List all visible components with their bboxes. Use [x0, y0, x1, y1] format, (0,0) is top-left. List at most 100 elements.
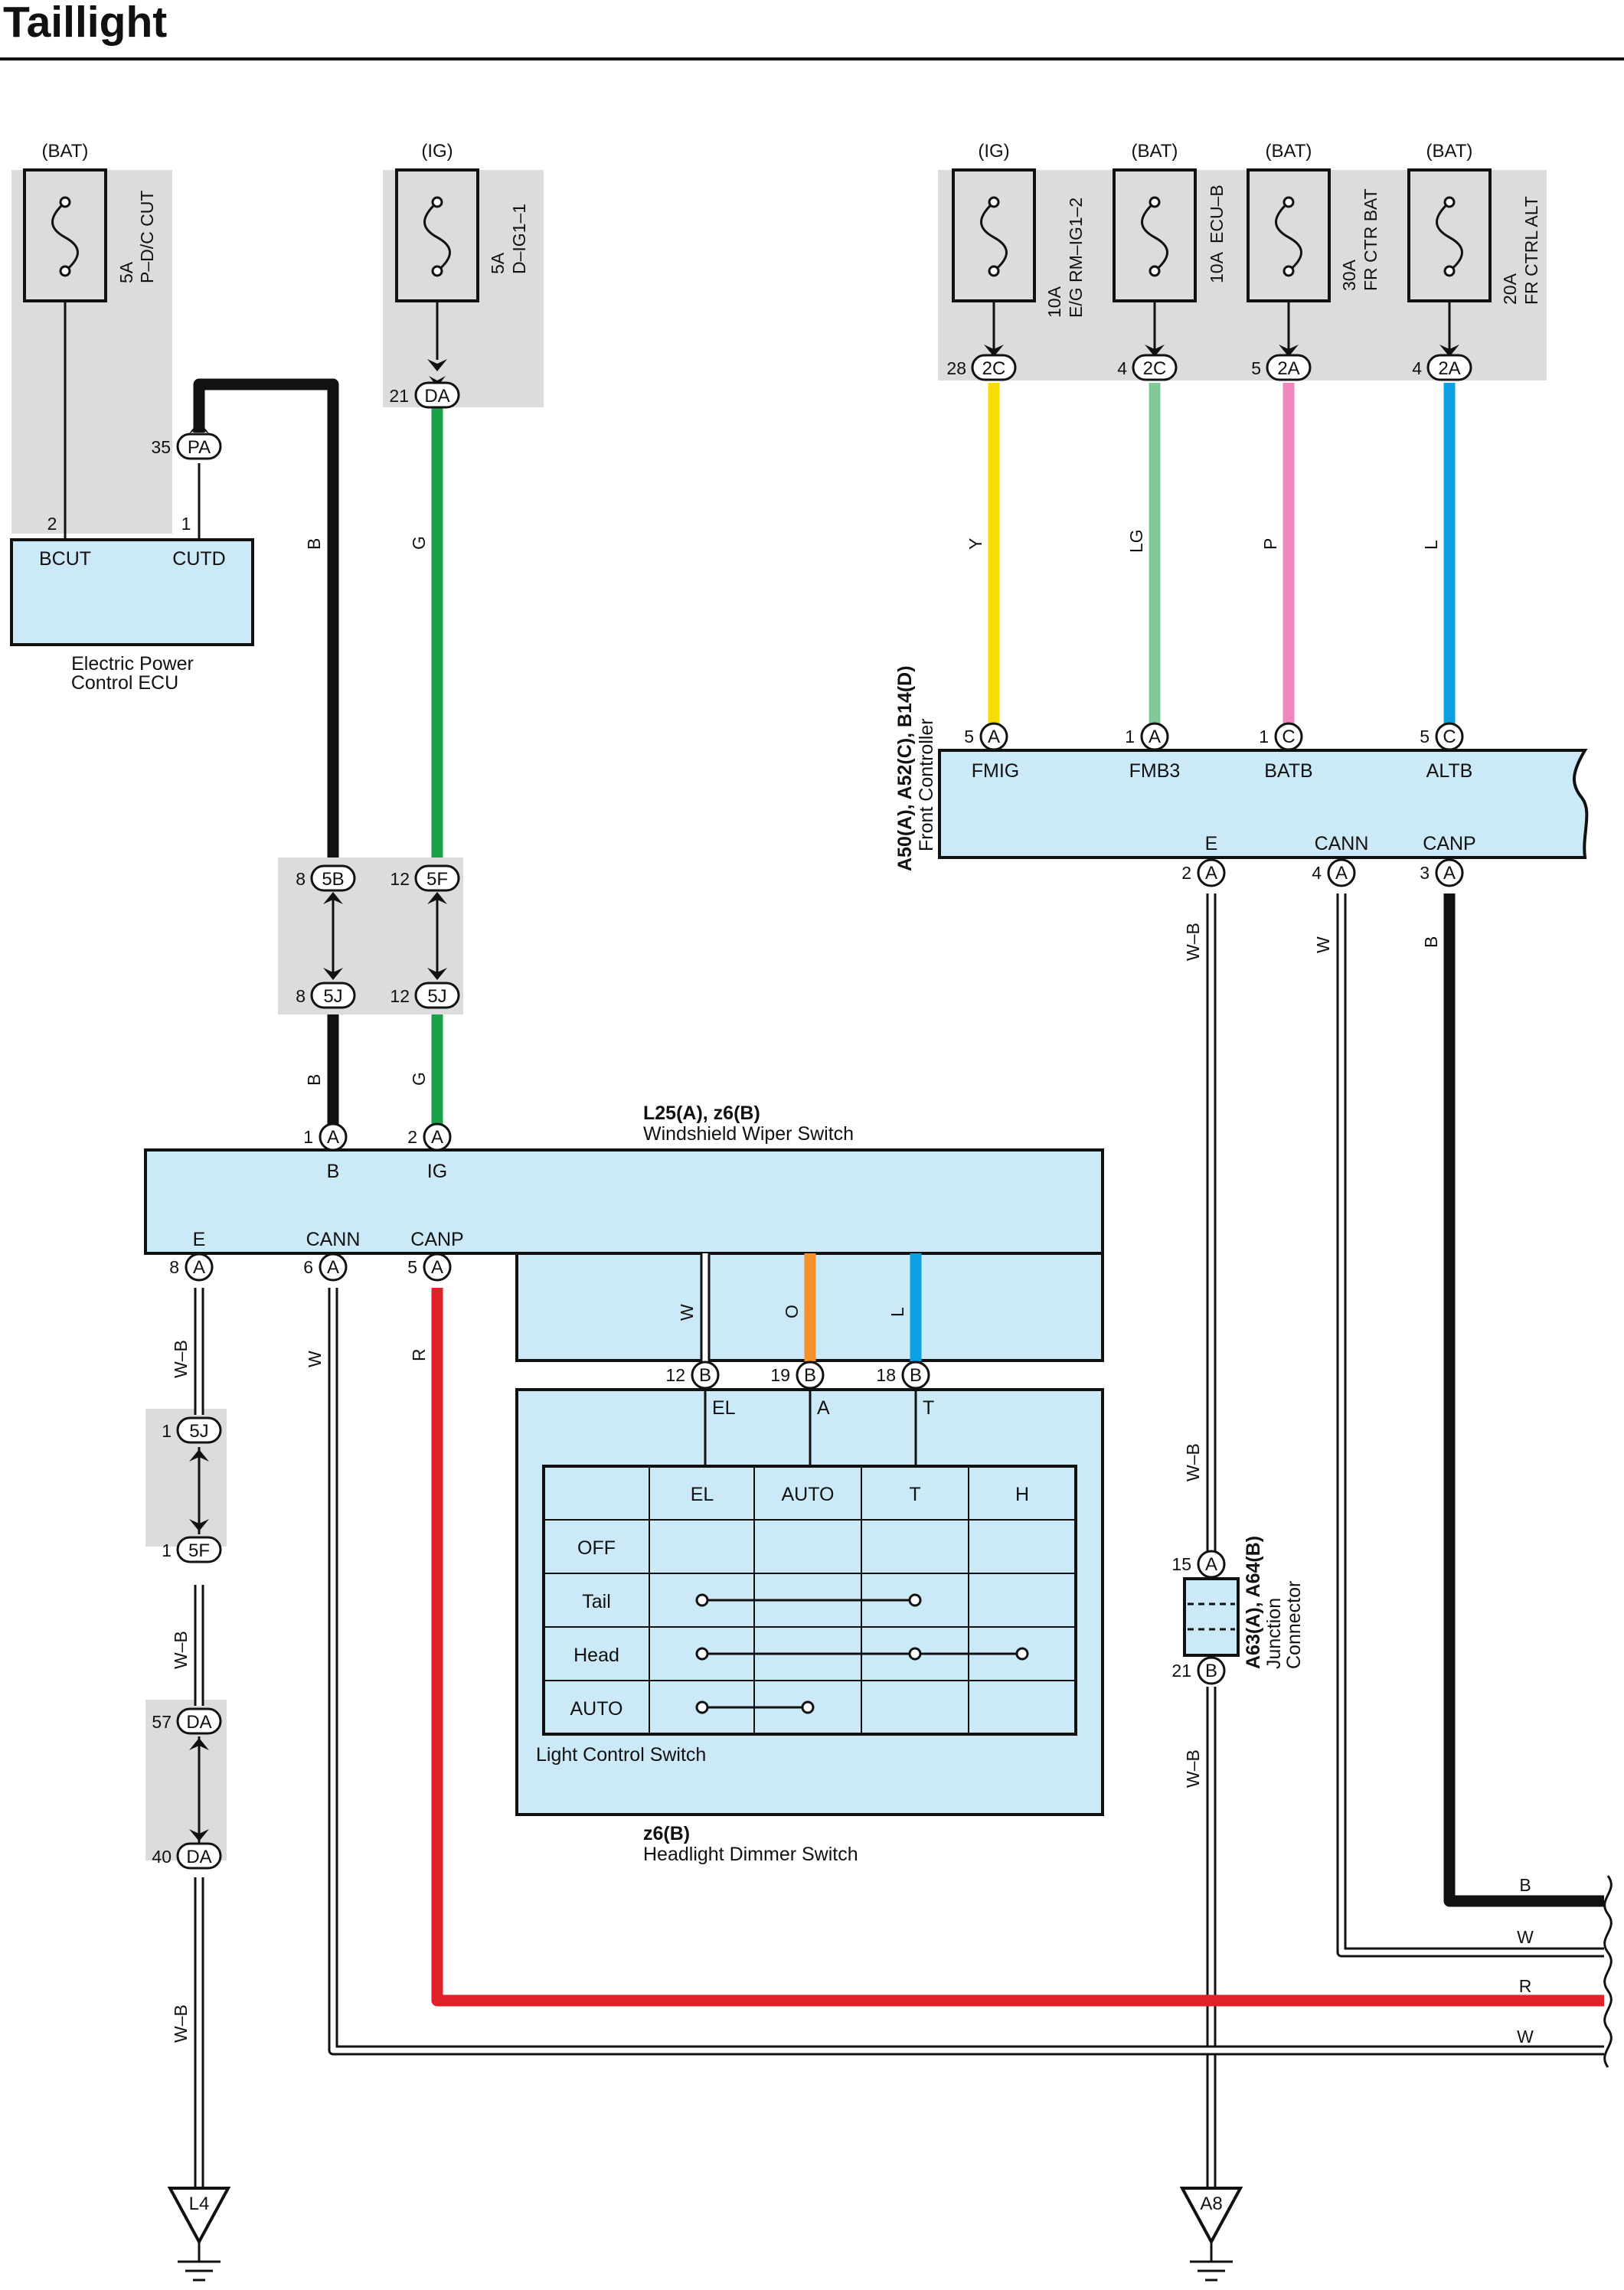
svg-text:5B: 5B: [322, 869, 344, 890]
ws-ig: IG: [427, 1161, 447, 1182]
svg-text:P: P: [1260, 538, 1280, 550]
fuse-fralt-rating: 20A: [1500, 273, 1520, 305]
svg-text:2: 2: [1181, 863, 1191, 883]
connectors: [176, 354, 1472, 1870]
connector-da-left-2: [176, 1842, 222, 1870]
svg-text:1: 1: [162, 1421, 172, 1441]
connector-5b: [310, 864, 356, 892]
ground-l4-icon: L4: [168, 2187, 230, 2282]
arrow-2a-2: [1439, 345, 1459, 357]
svg-text:5: 5: [1251, 358, 1261, 378]
source-bat-4: (BAT): [1426, 141, 1473, 162]
svg-text:B: B: [699, 1365, 711, 1386]
svg-text:B: B: [304, 1074, 324, 1086]
connector-5j-left: [176, 1416, 222, 1444]
ws-b: B: [327, 1161, 340, 1182]
connector-5j-2: [414, 982, 460, 1009]
fuse-ecub-rating: 10A: [1207, 251, 1227, 283]
wiper-switch-codes: L25(A), z6(B): [643, 1103, 760, 1124]
front-controller-codes: A50(A), A52(C), B14(D): [894, 665, 916, 871]
svg-text:G: G: [409, 1072, 429, 1086]
fuse-pdc-rating: 5A: [116, 261, 136, 283]
epc-bcut: BCUT: [39, 548, 91, 570]
arrow-pa: [189, 421, 209, 447]
svg-text:2C: 2C: [1143, 358, 1167, 379]
arrow-da: [427, 359, 447, 387]
ls-col-auto: AUTO: [782, 1484, 835, 1505]
junction-name-1: Junction: [1263, 1598, 1285, 1669]
svg-text:4: 4: [1117, 358, 1127, 378]
ws-cann: CANN: [306, 1229, 361, 1250]
cut-line-icon: [1603, 1875, 1613, 2068]
arrow-da-left: [189, 1738, 209, 1841]
wire-b-pa-to-5b: [193, 378, 339, 858]
svg-text:A8: A8: [1200, 2194, 1222, 2214]
svg-text:W–B: W–B: [171, 1340, 191, 1378]
svg-text:A: A: [1205, 863, 1217, 884]
svg-text:12: 12: [390, 986, 410, 1006]
svg-text:5J: 5J: [323, 986, 342, 1007]
svg-text:1: 1: [162, 1540, 172, 1560]
connector-pa: [176, 433, 222, 460]
svg-text:2A: 2A: [1438, 358, 1460, 379]
svg-text:LG: LG: [1126, 529, 1146, 553]
svg-text:21: 21: [389, 386, 409, 406]
svg-text:57: 57: [152, 1712, 172, 1732]
ws-e: E: [193, 1229, 206, 1250]
svg-text:A: A: [1443, 863, 1456, 884]
svg-text:B: B: [304, 538, 324, 550]
source-bat-3: (BAT): [1266, 141, 1312, 162]
svg-text:A: A: [431, 1127, 443, 1148]
ls-terminal-t: T: [923, 1397, 934, 1419]
svg-text:A: A: [1335, 863, 1348, 884]
svg-text:W–B: W–B: [1183, 1443, 1203, 1481]
pin-numbers: 35 21 28 4 5 4 2 1 5 1 1 5 2 4 3 8 12 8 …: [47, 358, 1430, 1867]
svg-text:W: W: [305, 1351, 325, 1367]
ls-row-auto: AUTO: [570, 1698, 623, 1720]
svg-text:2: 2: [47, 514, 57, 534]
junction-connector-body: [1183, 1577, 1240, 1657]
source-bat-2: (BAT): [1132, 141, 1178, 162]
fc-altb: ALTB: [1426, 760, 1473, 782]
svg-text:1: 1: [1259, 727, 1269, 746]
svg-text:5: 5: [964, 727, 974, 746]
ls-row-off: OFF: [577, 1537, 616, 1559]
svg-text:5J: 5J: [189, 1421, 208, 1442]
connector-da-top: [414, 381, 460, 409]
svg-text:6: 6: [303, 1257, 313, 1277]
junction-codes: A63(A), A64(B): [1243, 1536, 1264, 1669]
svg-text:W–B: W–B: [171, 2004, 191, 2043]
wiper-switch-name: Windshield Wiper Switch: [643, 1123, 854, 1145]
ls-terminal-a: A: [817, 1397, 830, 1419]
svg-text:5: 5: [407, 1257, 417, 1277]
svg-text:W–B: W–B: [171, 1631, 191, 1669]
svg-text:1: 1: [303, 1127, 313, 1147]
svg-text:A: A: [431, 1257, 443, 1278]
svg-text:B: B: [1421, 936, 1441, 948]
svg-text:A: A: [327, 1127, 339, 1148]
connector-5f-left: [176, 1536, 222, 1563]
svg-text:A: A: [327, 1257, 339, 1278]
svg-text:40: 40: [152, 1847, 172, 1867]
wire-w-cann-wiper: [330, 1288, 1604, 2053]
connector-2a-2: [1426, 354, 1472, 381]
ground-a8-icon: A8: [1181, 2187, 1242, 2282]
connector-2c-2: [1132, 354, 1178, 381]
dimmer-name: Headlight Dimmer Switch: [643, 1844, 858, 1865]
light-switch-table: EL AUTO T H OFF Tail Head AUTO: [542, 1465, 1077, 1736]
arrow-2c-1: [984, 345, 1004, 357]
svg-text:B: B: [1519, 1875, 1531, 1895]
svg-text:L4: L4: [189, 2194, 210, 2214]
svg-text:W: W: [1517, 1927, 1534, 1947]
svg-text:1: 1: [1125, 727, 1135, 746]
wire-labels: B G Y LG P L W–B W B B G W–B W R W O L W…: [171, 529, 1534, 2047]
source-bat-1: (BAT): [42, 141, 89, 162]
fuse-pdc-name: P–D/C CUT: [137, 191, 157, 283]
svg-text:5F: 5F: [426, 869, 448, 890]
arrow-2c-2: [1145, 345, 1165, 357]
svg-text:R: R: [1519, 1976, 1532, 1996]
svg-text:W: W: [1313, 936, 1333, 953]
svg-text:35: 35: [151, 437, 171, 457]
svg-text:L: L: [1421, 540, 1441, 550]
svg-text:8: 8: [296, 986, 306, 1006]
